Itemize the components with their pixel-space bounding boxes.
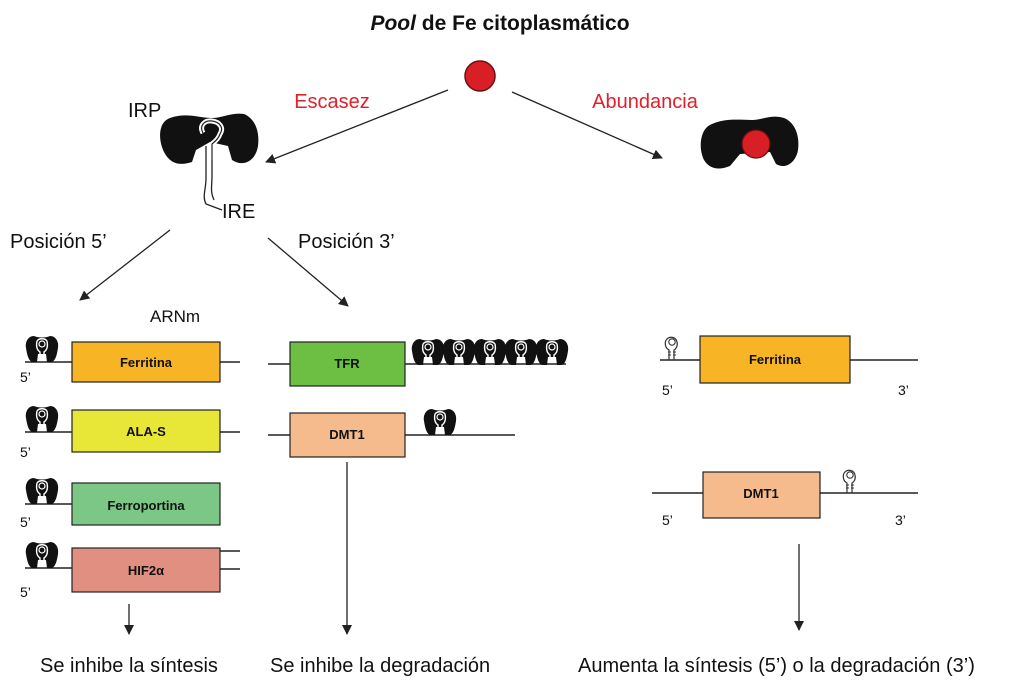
diagram-title: Pool de Fe citoplasmático bbox=[370, 12, 629, 35]
mrna-alas-5: ALA-S 5’ bbox=[20, 405, 240, 460]
caption-middle: Se inhibe la degradación bbox=[270, 655, 490, 677]
box-label: Ferritina bbox=[749, 352, 802, 367]
box-label: Ferroportina bbox=[107, 498, 185, 513]
irp-protein-large bbox=[160, 113, 259, 164]
box-label: DMT1 bbox=[329, 427, 364, 442]
box-label: TFR bbox=[334, 356, 360, 371]
mrna-dmt1-free: DMT1 5’ 3’ bbox=[652, 469, 918, 528]
label-abundancia: Abundancia bbox=[592, 91, 699, 113]
iron-atom bbox=[741, 129, 771, 159]
box-alas bbox=[71, 409, 221, 453]
arrow-escasez bbox=[265, 89, 449, 164]
box-label: DMT1 bbox=[743, 486, 778, 501]
box-ferritina bbox=[71, 341, 221, 383]
box-tfr bbox=[289, 341, 406, 387]
mrna-ferritina-free: Ferritina 5’ 3’ bbox=[660, 335, 918, 398]
prime-5: 5’ bbox=[20, 369, 31, 385]
box-label: Ferritina bbox=[120, 355, 173, 370]
middle-mrna-group: TFR DMT1 bbox=[268, 338, 569, 635]
prime-5: 5’ bbox=[20, 444, 31, 460]
label-irp: IRP bbox=[128, 100, 161, 122]
irp-bound-icon bbox=[411, 338, 445, 366]
irp-bound-icon bbox=[25, 405, 59, 433]
mrna-hif2a-5: HIF2α 5’ bbox=[20, 541, 240, 600]
label-posicion5: Posición 5’ bbox=[10, 231, 107, 253]
box-label: HIF2α bbox=[128, 563, 164, 578]
label-arnm: ARNm bbox=[150, 307, 200, 326]
irp-bound-icon bbox=[473, 338, 507, 366]
irp-bound-icon bbox=[442, 338, 476, 366]
irp-bound-icon bbox=[25, 477, 59, 505]
right-mrna-group: Ferritina 5’ 3’ DMT1 5’ 3’ bbox=[652, 335, 918, 631]
prime-5: 5’ bbox=[662, 382, 673, 398]
box-ferroportina bbox=[71, 482, 221, 526]
irp-bound-icon bbox=[535, 338, 569, 366]
arrow-posicion3 bbox=[267, 237, 349, 307]
mrna-dmt1-3: DMT1 bbox=[268, 408, 515, 458]
irp-iron-bound bbox=[700, 116, 799, 169]
iron-pool-circle bbox=[464, 60, 496, 92]
label-ire: IRE bbox=[222, 201, 255, 223]
caption-left: Se inhibe la síntesis bbox=[40, 655, 218, 677]
title-italic: Pool bbox=[370, 12, 417, 35]
arrow-abundancia bbox=[511, 91, 663, 159]
box-ferritina-right bbox=[699, 335, 851, 384]
arrow-posicion5 bbox=[79, 229, 171, 301]
label-posicion3: Posición 3’ bbox=[298, 231, 395, 253]
ire-free-icon bbox=[842, 469, 856, 494]
box-dmt1 bbox=[289, 412, 406, 458]
ire-hairpin-large bbox=[199, 118, 225, 211]
prime-3: 3’ bbox=[895, 512, 906, 528]
prime-5: 5’ bbox=[20, 584, 31, 600]
left-mrna-group: Ferritina 5’ ALA-S 5’ Ferroportina 5’ bbox=[20, 335, 240, 635]
prime-5: 5’ bbox=[20, 514, 31, 530]
mrna-ferritina-5: Ferritina 5’ bbox=[20, 335, 240, 385]
box-label: ALA-S bbox=[126, 424, 166, 439]
mrna-tfr-3: TFR bbox=[268, 338, 569, 387]
label-escasez: Escasez bbox=[294, 91, 370, 113]
irp-bound-icon bbox=[423, 408, 457, 436]
title-rest: de Fe citoplasmático bbox=[416, 12, 630, 35]
mrna-ferroportina-5: Ferroportina 5’ bbox=[20, 477, 221, 530]
prime-5: 5’ bbox=[662, 512, 673, 528]
irp-bound-icon bbox=[504, 338, 538, 366]
box-hif2a bbox=[71, 547, 221, 593]
box-dmt1-right bbox=[702, 471, 821, 519]
prime-3: 3’ bbox=[898, 382, 909, 398]
ire-free-icon bbox=[664, 336, 678, 361]
irp-bound-icon bbox=[25, 335, 59, 363]
irp-bound-icon bbox=[25, 541, 59, 569]
caption-right: Aumenta la síntesis (5’) o la degradació… bbox=[578, 655, 975, 677]
